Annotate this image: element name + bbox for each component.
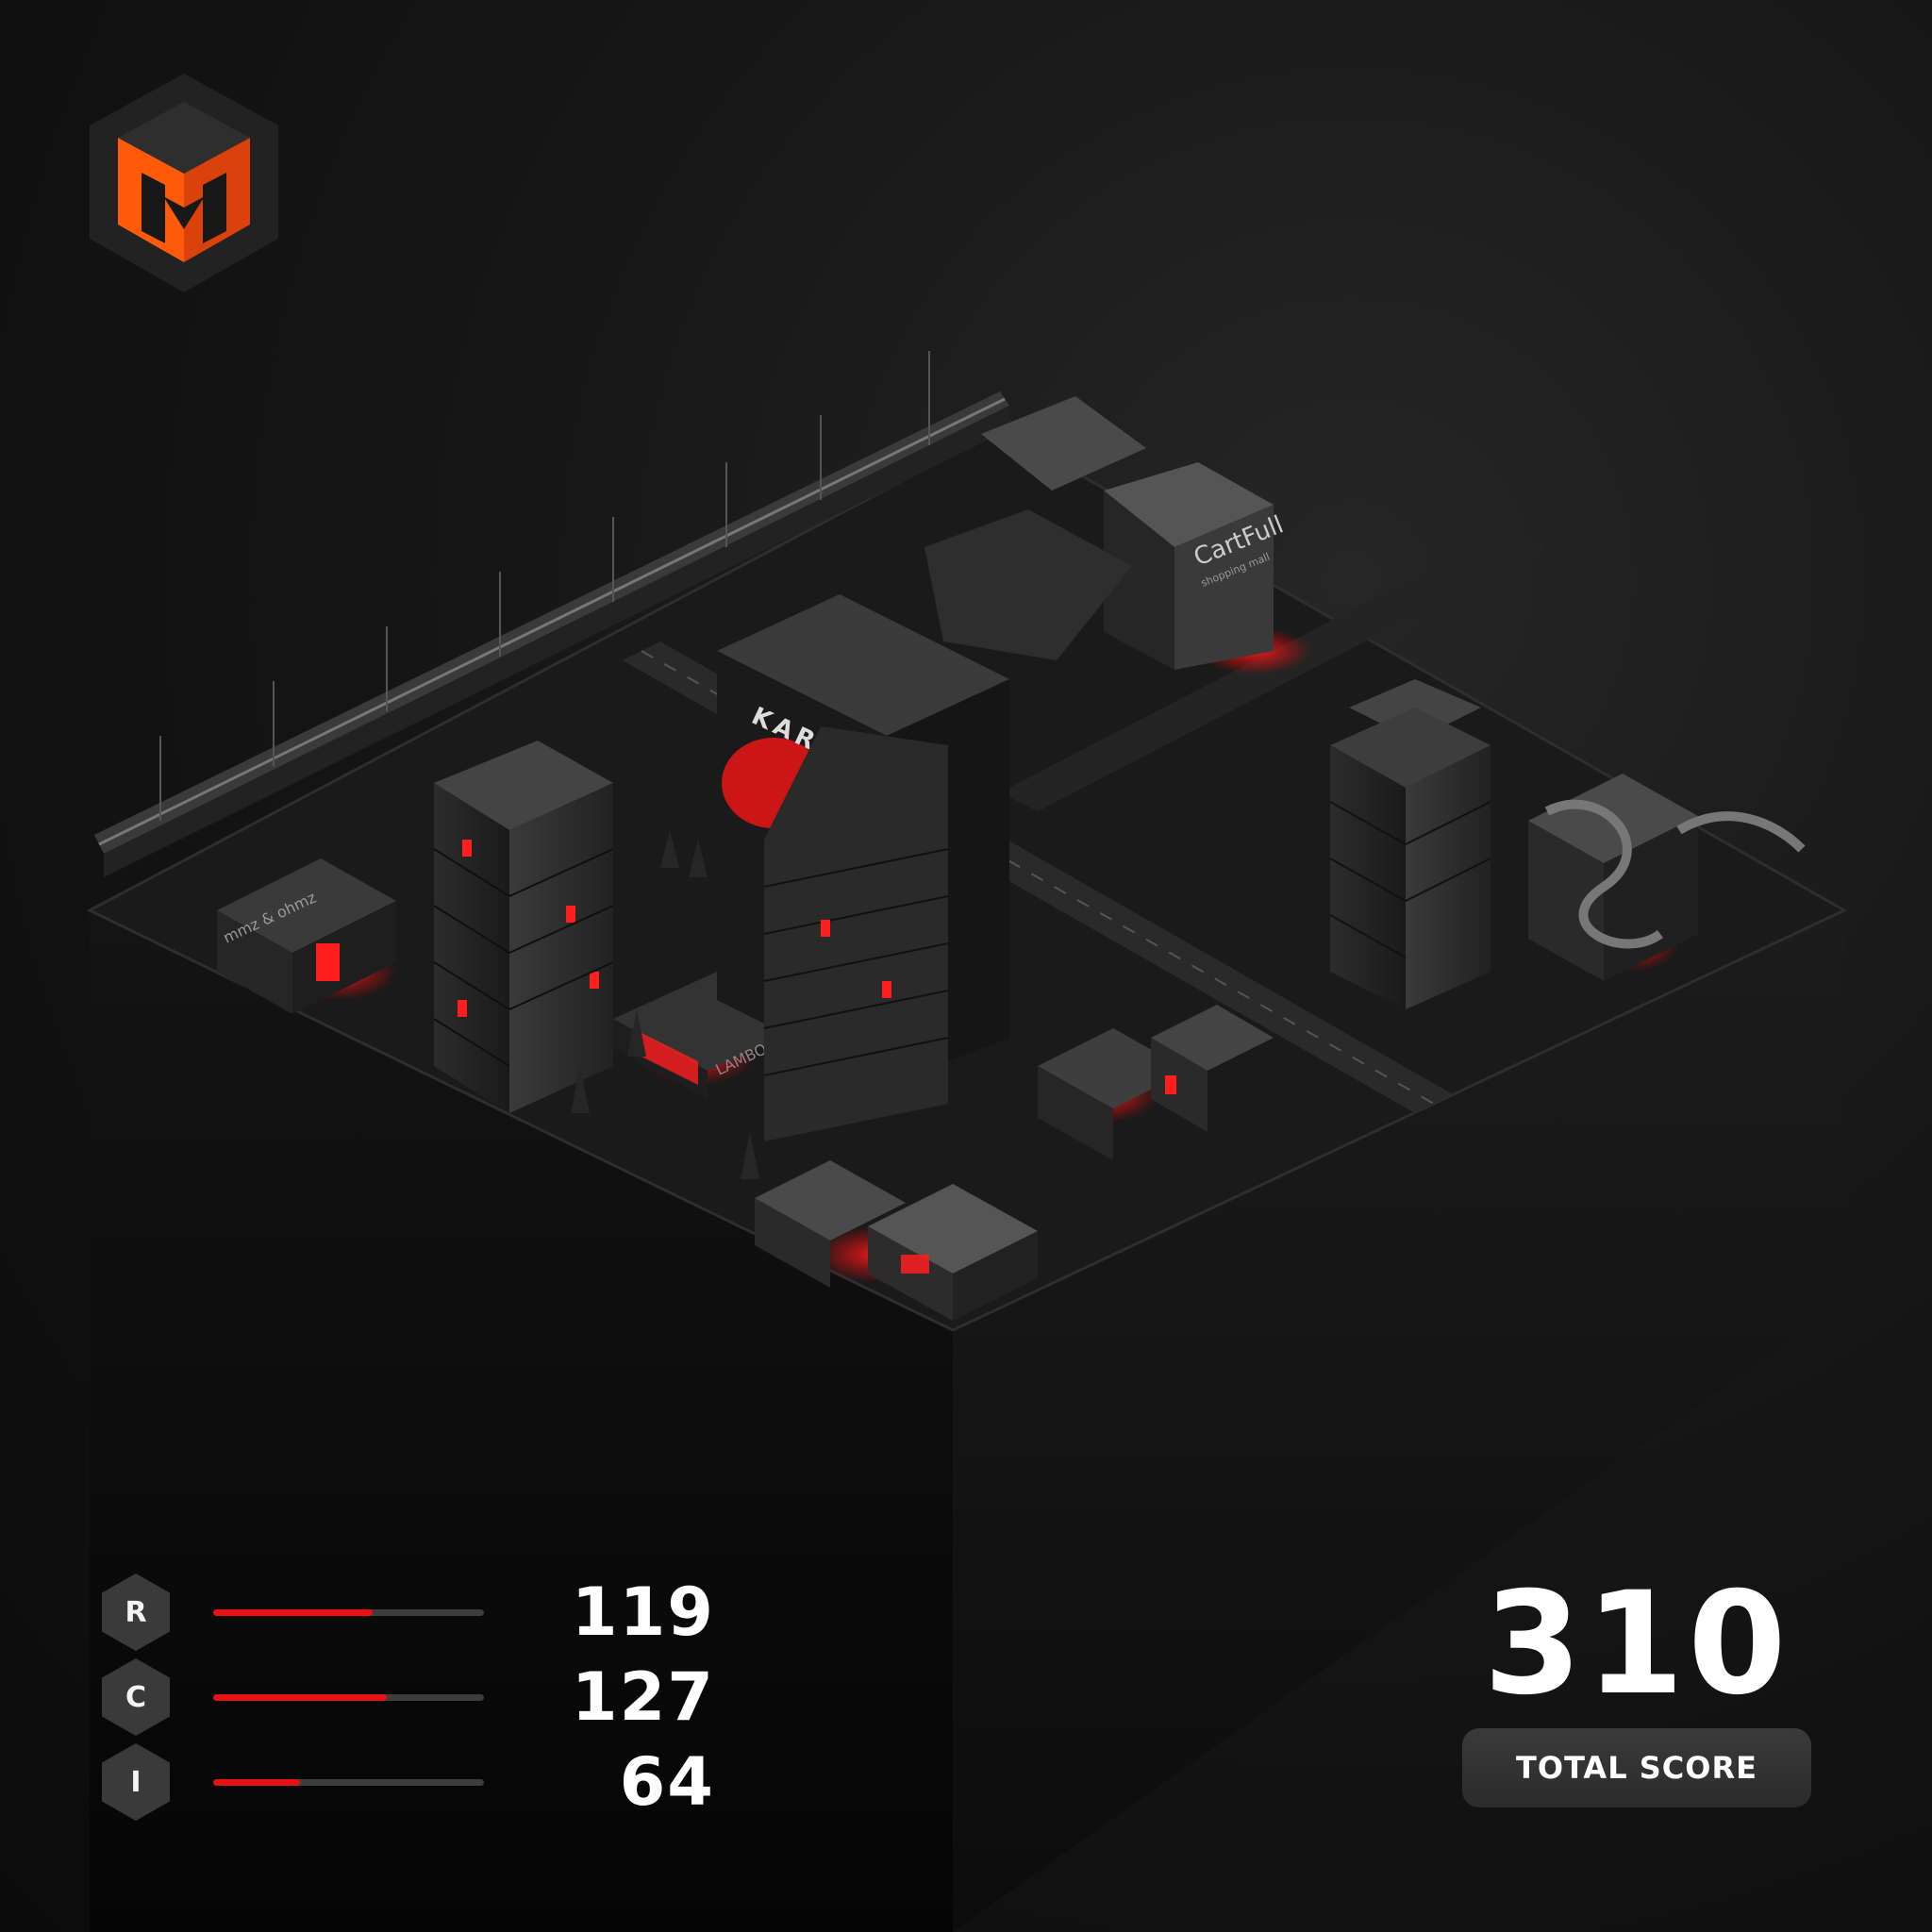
stat-row-c: C 127: [102, 1655, 724, 1740]
total-score-label: TOTAL SCORE: [1462, 1728, 1811, 1807]
stat-key-c: C: [125, 1680, 147, 1714]
stat-key-i: I: [130, 1765, 142, 1799]
stat-key-r: R: [125, 1595, 147, 1629]
stat-bar-fill-c: [213, 1694, 387, 1701]
stat-value-c: 127: [571, 1658, 715, 1736]
stat-bar-fill-i: [213, 1779, 300, 1786]
total-score-value: 310: [1483, 1562, 1790, 1726]
stat-value-i: 64: [619, 1743, 715, 1821]
stat-bar-fill-r: [213, 1609, 374, 1616]
stat-bar-c: [213, 1694, 484, 1701]
game-logo: [90, 74, 278, 292]
stat-bar-i: [213, 1779, 484, 1786]
stat-value-r: 119: [571, 1574, 715, 1651]
stat-badge-c: C: [102, 1658, 170, 1736]
stat-badge-r: R: [102, 1574, 170, 1651]
stat-badge-i: I: [102, 1743, 170, 1821]
stats-panel: R 119 C 127 I 64: [102, 1570, 724, 1824]
stat-row-i: I 64: [102, 1740, 724, 1824]
stat-bar-r: [213, 1609, 484, 1616]
total-score-panel: 310 TOTAL SCORE: [1457, 1574, 1816, 1807]
stat-row-r: R 119: [102, 1570, 724, 1655]
